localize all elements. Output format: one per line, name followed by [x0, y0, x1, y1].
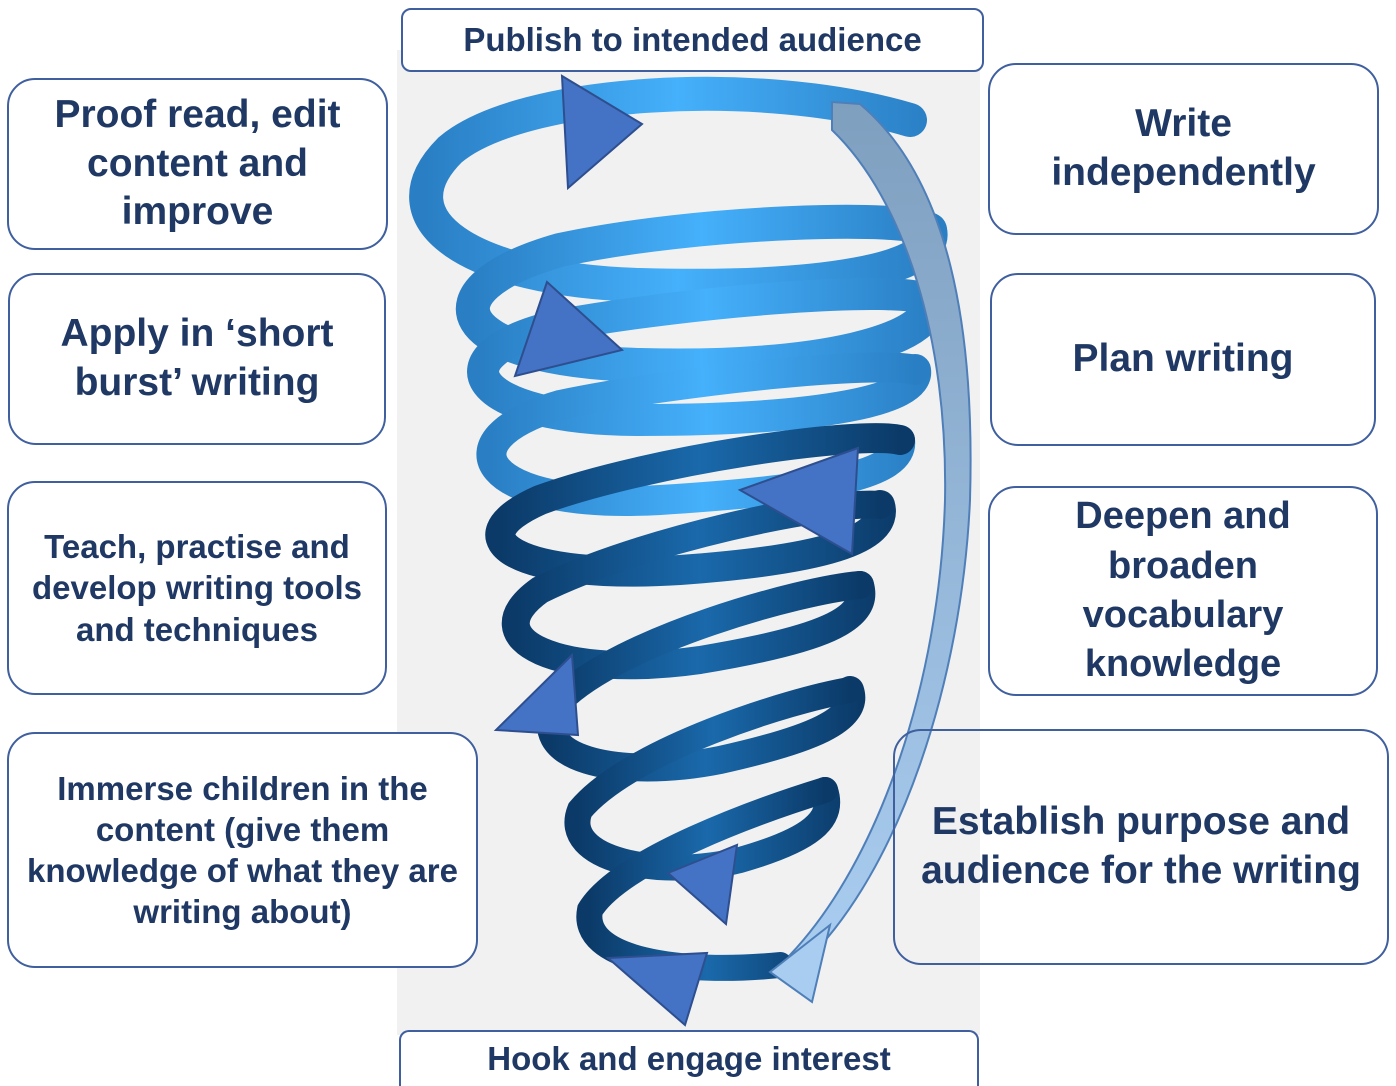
step-publish-label: Publish to intended audience: [463, 21, 922, 59]
step-deepen-vocabulary-label: Deepen and broaden vocabulary knowledge: [1075, 495, 1291, 686]
step-deepen-vocabulary-box: Deepen and broaden vocabulary knowledge: [988, 486, 1378, 696]
arrowhead-lower: [493, 652, 580, 737]
spiral-loop-7: [537, 571, 874, 782]
step-immerse-box: Immerse children in the content (give th…: [7, 732, 478, 968]
arrowhead-middle: [737, 446, 860, 556]
step-plan-writing-label: Plan writing: [1072, 337, 1294, 381]
step-proof-read-label: Proof read, edit content and improve: [54, 92, 341, 234]
step-immerse-label: Immerse children in the content (give th…: [27, 769, 458, 931]
step-apply-short-burst-label: Apply in ‘short burst’ writing: [60, 312, 334, 404]
direction-arrowheads: [493, 74, 860, 1027]
step-establish-purpose-label: Establish purpose and audience for the w…: [921, 800, 1361, 892]
step-teach-practise-label: Teach, practise and develop writing tool…: [31, 528, 363, 648]
step-write-independently-box: Write independently: [988, 63, 1379, 235]
step-teach-practise-box: Teach, practise and develop writing tool…: [7, 481, 387, 695]
step-plan-writing-box: Plan writing: [990, 273, 1376, 446]
step-proof-read-box: Proof read, edit content and improve: [7, 78, 388, 250]
step-hook-box: Hook and engage interest: [399, 1030, 979, 1086]
step-write-independently-label: Write independently: [1051, 102, 1316, 194]
spiral-loop-8: [564, 677, 863, 881]
return-arrow: [768, 100, 972, 1004]
return-arrow-head: [768, 922, 832, 1004]
step-establish-purpose-box: Establish purpose and audience for the w…: [893, 729, 1389, 965]
step-publish-box: Publish to intended audience: [401, 8, 984, 72]
step-apply-short-burst-box: Apply in ‘short burst’ writing: [8, 273, 386, 445]
spiral-ribbon: [409, 76, 948, 981]
arrowhead-low: [666, 843, 739, 926]
step-hook-label: Hook and engage interest: [487, 1040, 891, 1078]
spiral-loop-1: [409, 76, 948, 303]
spiral-loop-6: [501, 490, 894, 680]
arrowhead-top: [560, 74, 644, 191]
arrowhead-upper: [513, 280, 625, 378]
spiral-loop-2: [455, 204, 948, 383]
spiral-loop-3: [467, 278, 946, 437]
arrowhead-bottom: [605, 951, 709, 1027]
spiral-loop-5: [485, 423, 915, 587]
